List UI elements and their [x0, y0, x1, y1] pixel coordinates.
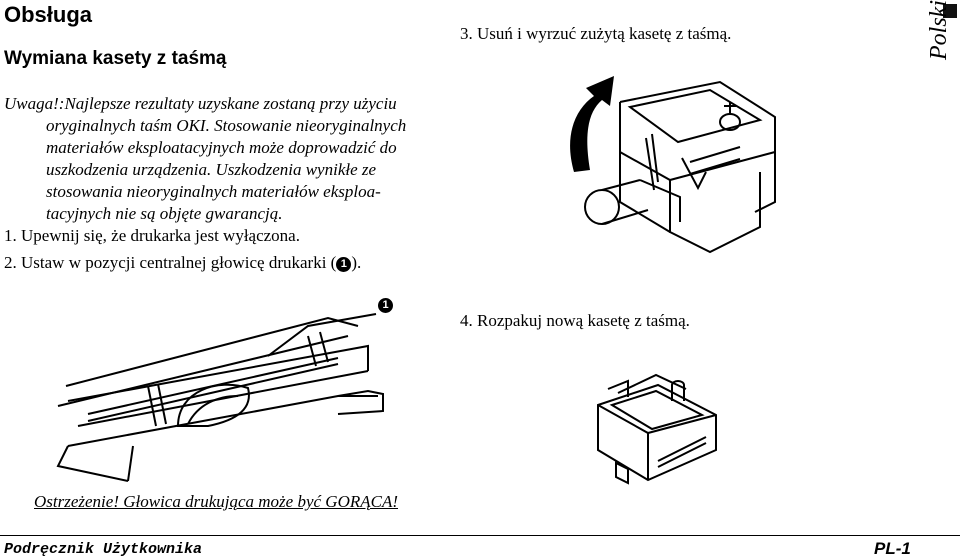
language-label: Polski: [926, 0, 952, 60]
print-head-callout: 1: [378, 296, 393, 314]
filled-circle-number-icon: 1: [378, 298, 393, 313]
cassette-removal-illustration: [570, 76, 776, 254]
caution-note: Ostrzeżenie! Głowica drukująca może być …: [34, 492, 399, 511]
warning-line: oryginalnych taśm OKI. Stosowanie nieory…: [46, 116, 407, 135]
lift-arrow-icon: [570, 76, 614, 172]
warning-note: Uwaga!:Najlepsze rezultaty uzyskane zost…: [4, 93, 444, 225]
step-2-text: 2. Ustaw w pozycji centralnej głowicę dr…: [4, 253, 337, 272]
warning-line: materiałów eksploatacyjnych może doprowa…: [46, 138, 397, 157]
warning-line: uszkodzenia urządzenia. Uszkodzenia wyni…: [46, 160, 377, 179]
black-square-icon: [943, 4, 957, 18]
step-4: 4. Rozpakuj nową kasetę z taśmą.: [460, 311, 690, 330]
step-2-end: ).: [351, 253, 362, 272]
footer-page-number: PL-1: [874, 539, 911, 558]
warning-line: Uwaga!:Najlepsze rezultaty uzyskane zost…: [4, 94, 397, 113]
step-3: 3. Usuń i wyrzuć zużytą kasetę z taśmą.: [460, 24, 732, 43]
footer-manual-title: Podręcznik Użytkownika: [4, 541, 203, 558]
section-title: Obsługa: [4, 2, 93, 27]
warning-line: stosowania nieoryginalnych materiałów ek…: [46, 182, 381, 201]
new-cassette-illustration: [597, 373, 717, 485]
step-1: 1. Upewnij się, że drukarka jest wyłączo…: [4, 226, 300, 245]
warning-line: tacyjnych nie są objęte gwarancją.: [46, 204, 283, 223]
print-head-illustration: [56, 313, 384, 482]
step-2: 2. Ustaw w pozycji centralnej głowicę dr…: [4, 252, 361, 274]
filled-circle-number-icon: 1: [336, 257, 352, 272]
footer-divider: [0, 535, 960, 536]
subsection-title: Wymiana kasety z taśmą: [4, 48, 227, 69]
language-tab: Polski: [924, 0, 960, 62]
